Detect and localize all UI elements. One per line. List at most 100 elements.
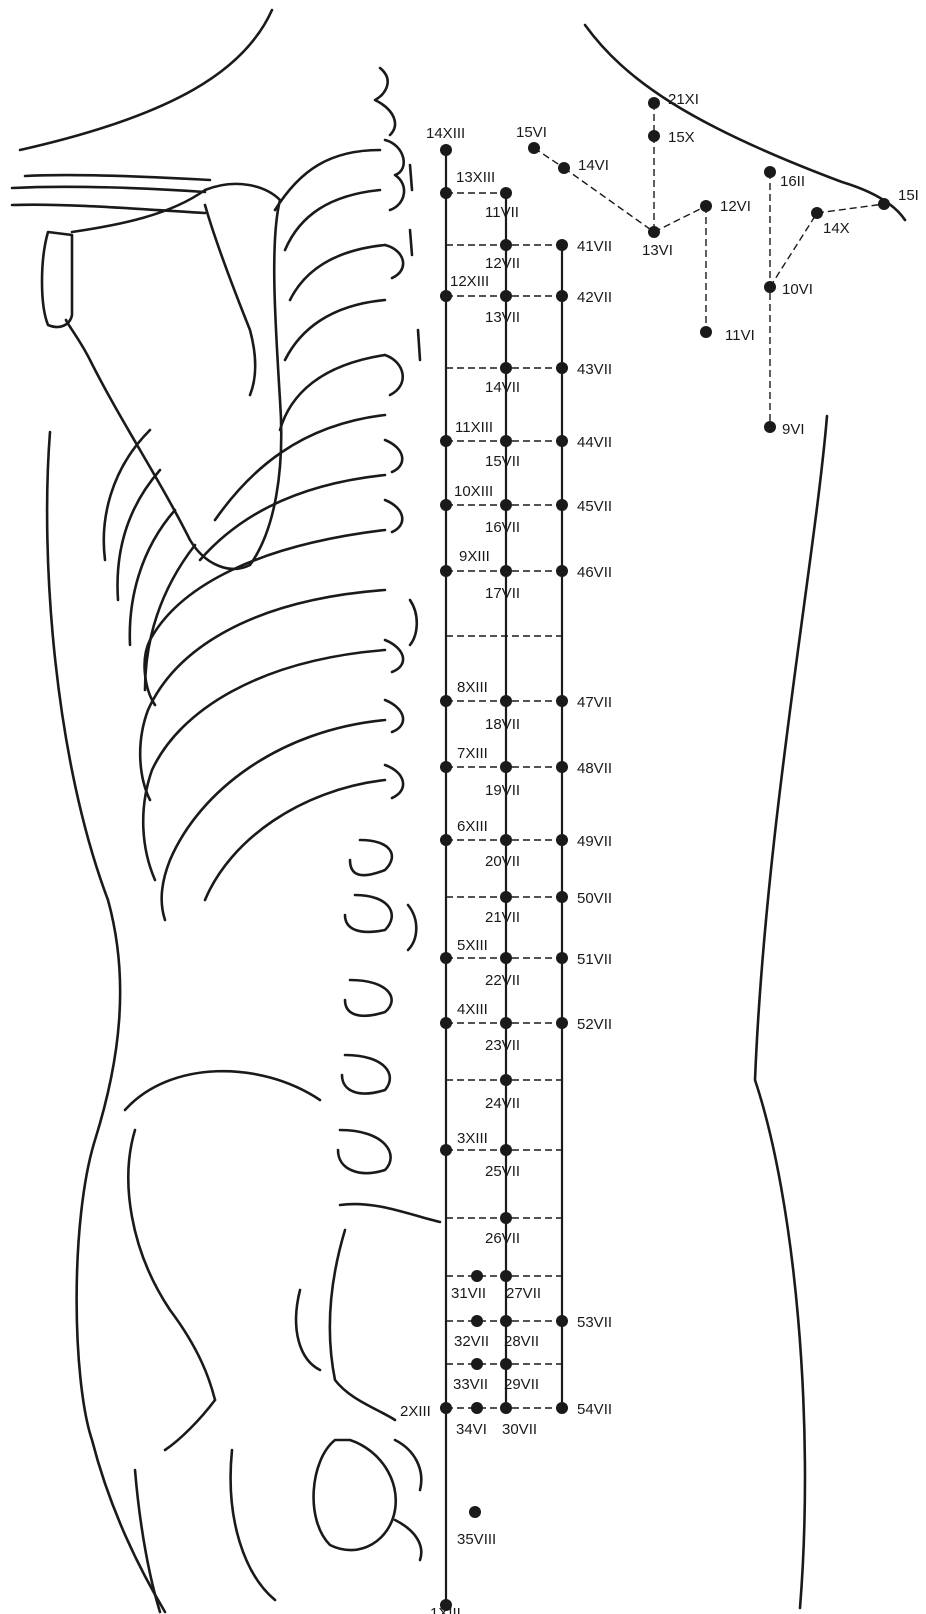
acupoint-35viii: 35VIII — [457, 1506, 496, 1548]
acupoint-label: 31VII — [451, 1285, 486, 1302]
acupoint-marker — [764, 166, 776, 178]
acupoint-label: 42VII — [577, 289, 612, 306]
acupoint-5xiii: 5XIII — [440, 937, 488, 964]
pelvis — [125, 1071, 421, 1612]
acupoint-marker — [500, 1017, 512, 1029]
acupoint-marker — [440, 565, 452, 577]
acupoint-label: 19VII — [485, 782, 520, 799]
acupoint-label: 9XIII — [459, 548, 490, 565]
acupoint-marker — [500, 499, 512, 511]
acupoint-marker — [500, 239, 512, 251]
ribcage — [104, 150, 385, 920]
acupoint-label: 53VII — [577, 1314, 612, 1331]
acupoint-label: 50VII — [577, 890, 612, 907]
acupoint-marker — [556, 695, 568, 707]
acupoint-marker — [556, 891, 568, 903]
acupoint-marker — [440, 952, 452, 964]
acupoint-marker — [556, 761, 568, 773]
acupoint-label: 15VII — [485, 453, 520, 470]
acupoint-label: 5XIII — [457, 937, 488, 954]
acupoint-label: 14XIII — [426, 125, 465, 142]
acupoint-label: 13VII — [485, 309, 520, 326]
acupoint-marker — [500, 695, 512, 707]
acupoint-label: 45VII — [577, 498, 612, 515]
acupoint-label: 10XIII — [454, 483, 493, 500]
spine — [338, 68, 440, 1222]
acupoint-42vii: 42VII — [556, 289, 612, 306]
acupoint-marker — [500, 1212, 512, 1224]
acupoint-marker — [500, 1315, 512, 1327]
acupoint-marker — [500, 1402, 512, 1414]
acupoint-marker — [440, 1017, 452, 1029]
acupoint-marker — [440, 1144, 452, 1156]
acupoint-33vii: 33VII — [453, 1358, 488, 1393]
acupoint-marker — [440, 499, 452, 511]
acupoint-12vi: 12VI — [700, 198, 751, 215]
acupoint-label: 47VII — [577, 694, 612, 711]
acupoint-marker — [648, 130, 660, 142]
acupoint-9vi: 9VI — [764, 421, 805, 438]
acupoint-32vii: 32VII — [454, 1315, 489, 1350]
acupoint-2xiii: 2XIII — [400, 1402, 452, 1420]
acupoint-1xiii: 1XIII — [430, 1599, 461, 1614]
acupoint-marker — [764, 421, 776, 433]
acupoint-label: 21VII — [485, 909, 520, 926]
acupoint-10xiii: 10XIII — [440, 483, 493, 511]
acupoint-marker — [700, 326, 712, 338]
acupoint-label: 27VII — [506, 1285, 541, 1302]
acupoint-label: 16II — [780, 173, 805, 190]
acupoint-marker — [500, 362, 512, 374]
acupoint-15i: 15I — [878, 187, 919, 210]
acupoint-47vii: 47VII — [556, 694, 612, 711]
acupoint-marker — [556, 834, 568, 846]
acupoint-marker — [556, 1315, 568, 1327]
acupoint-15vii: 15VII — [485, 435, 520, 470]
acupoint-marker — [469, 1506, 481, 1518]
acupoint-label: 13XIII — [456, 169, 495, 186]
acupoint-27vii: 27VII — [500, 1270, 541, 1302]
acupoint-marker — [471, 1358, 483, 1370]
acupoint-label: 28VII — [504, 1333, 539, 1350]
acupoint-label: 25VII — [485, 1163, 520, 1180]
acupoint-label: 10VI — [782, 281, 813, 298]
acupoint-marker — [556, 435, 568, 447]
acupoint-11vi: 11VI — [700, 326, 755, 344]
acupoint-label: 46VII — [577, 564, 612, 581]
acupoint-marker — [500, 834, 512, 846]
acupoint-label: 30VII — [502, 1421, 537, 1438]
acupoint-marker — [556, 565, 568, 577]
acupoint-marker — [556, 290, 568, 302]
acupoint-label: 15I — [898, 187, 919, 204]
acupoint-label: 11VII — [485, 204, 519, 221]
shoulder-connectors — [534, 103, 884, 427]
scapula-clavicle — [12, 175, 281, 569]
acupoint-label: 20VII — [485, 853, 520, 870]
acupoint-label: 7XIII — [457, 745, 488, 762]
acupoint-label: 29VII — [504, 1376, 539, 1393]
acupoint-marker — [500, 761, 512, 773]
acupoint-label: 14X — [823, 220, 850, 237]
acupoint-marker — [500, 891, 512, 903]
acupoint-48vii: 48VII — [556, 760, 612, 777]
acupoint-marker — [528, 142, 540, 154]
acupoint-21vii: 21VII — [485, 891, 520, 926]
acupoint-label: 3XIII — [457, 1130, 488, 1147]
body-outline — [20, 10, 905, 1612]
acupoint-label: 34VI — [456, 1421, 487, 1438]
acupoint-54vii: 54VII — [556, 1401, 612, 1418]
acupoint-15x: 15X — [648, 129, 695, 146]
acupoint-label: 12VI — [720, 198, 751, 215]
acupoint-52vii: 52VII — [556, 1016, 612, 1033]
acupoint-4xiii: 4XIII — [440, 1001, 488, 1029]
acupoint-label: 8XIII — [457, 679, 488, 696]
acupoint-marker — [440, 1402, 452, 1414]
acupoint-label: 12XIII — [450, 273, 489, 290]
acupoint-label: 21XI — [668, 91, 699, 108]
acupoint-12xiii: 12XIII — [440, 273, 489, 302]
acupoint-marker — [878, 198, 890, 210]
acupoint-marker — [556, 499, 568, 511]
acupoint-marker — [556, 239, 568, 251]
acupoint-marker — [440, 290, 452, 302]
acupoint-label: 12VII — [485, 255, 520, 272]
